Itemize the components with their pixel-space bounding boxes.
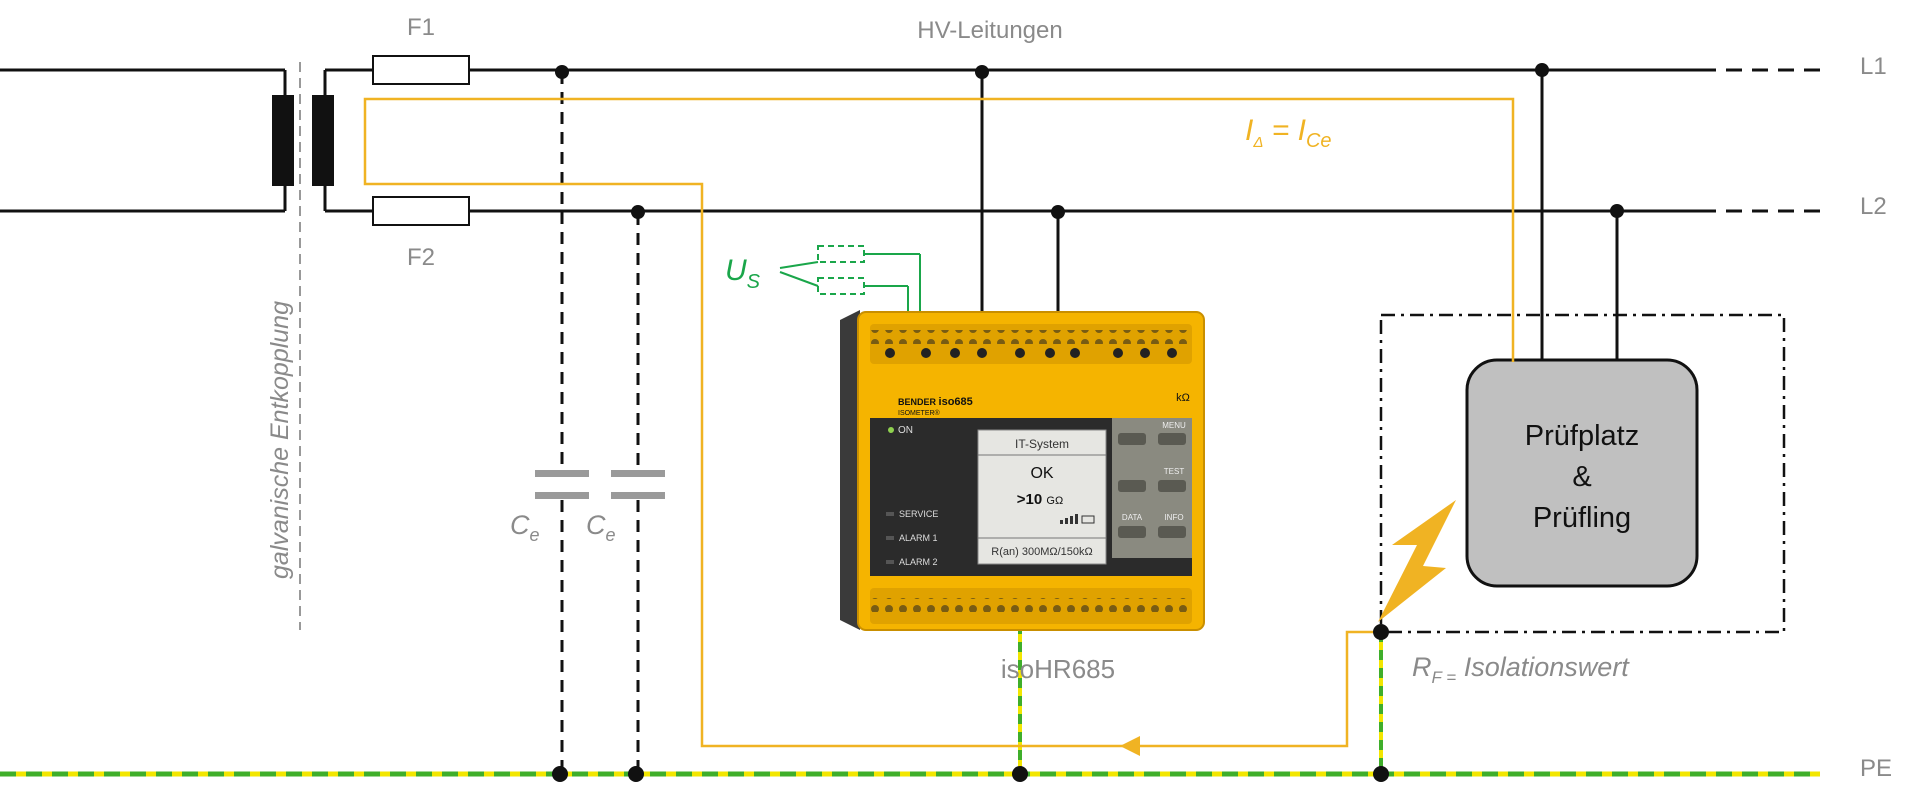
fuse-f2-label: F2 — [407, 244, 435, 271]
fuse-f1-label: F1 — [407, 14, 435, 41]
lcd-value: >10 GΩ — [1017, 491, 1063, 508]
l2-label: L2 — [1860, 193, 1887, 220]
device-brand-logo: BENDER iso685 — [898, 396, 973, 408]
device-name-label: isoHR685 — [1001, 654, 1115, 684]
led-service-label: SERVICE — [899, 509, 938, 519]
led-alarm1-label: ALARM 1 — [899, 533, 938, 543]
transformer — [0, 62, 334, 630]
key-data-label: DATA — [1122, 513, 1143, 522]
signal-strength-icon — [1060, 514, 1095, 524]
capacitance-ce-2 — [611, 213, 665, 772]
isometer-device — [840, 310, 1205, 631]
key-menu-label: MENU — [1162, 421, 1186, 430]
fuse-f2 — [372, 196, 470, 226]
test-station-line2: & — [1572, 461, 1591, 493]
lcd-title: IT-System — [1015, 437, 1069, 451]
ce-label-1: Ce — [510, 510, 540, 545]
device-series-label: ISOMETER® — [898, 409, 941, 417]
led-alarm2-label: ALARM 2 — [899, 557, 938, 567]
current-arrow-icon — [1120, 736, 1140, 756]
rf-label: RF = Isolationswert — [1412, 652, 1630, 687]
us-label: US — [725, 254, 761, 293]
key-info-label: INFO — [1164, 513, 1183, 522]
lcd-status: OK — [1030, 465, 1053, 482]
test-station-line1: Prüfplatz — [1525, 420, 1639, 452]
supply-voltage-us — [779, 245, 921, 316]
pe-label: PE — [1860, 755, 1892, 782]
device-unit-badge: kΩ — [1176, 392, 1190, 404]
test-station-line3: Prüfling — [1533, 502, 1631, 534]
decoupling-label: galvanische Entkopplung — [266, 301, 294, 579]
key-test-label: TEST — [1164, 467, 1185, 476]
ce-label-2: Ce — [586, 510, 616, 545]
current-label: IΔ = ICe — [1245, 114, 1332, 152]
l1-label: L1 — [1860, 53, 1887, 80]
test-area-boundary — [1379, 313, 1786, 634]
lcd-footer: R(an) 300MΩ/150kΩ — [991, 546, 1092, 558]
led-on-label: ON — [898, 425, 913, 436]
fuse-f1 — [372, 55, 470, 85]
hv-lines-label: HV-Leitungen — [917, 17, 1062, 44]
test-station-box — [1465, 358, 1699, 588]
lightning-bolt-icon — [1378, 500, 1456, 622]
capacitance-ce-1 — [535, 72, 589, 772]
measuring-current-path — [363, 97, 1515, 756]
junction-dots — [552, 63, 1624, 782]
